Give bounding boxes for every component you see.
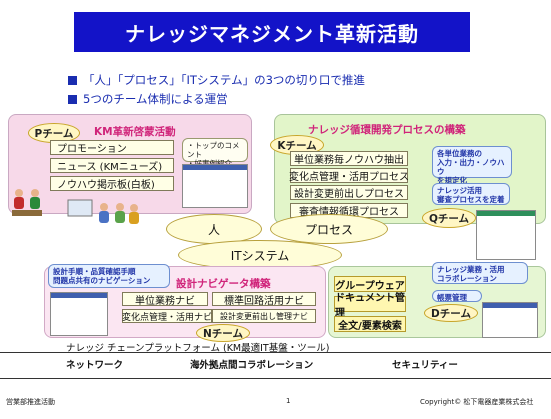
km-news-screenshot: [182, 164, 248, 208]
design-change-nav-item: 設計変更前出し管理ナビ: [212, 309, 316, 323]
knowhow-board-item: ノウハウ掲示板(白板): [50, 176, 174, 191]
unit-task-knowhow-item: 単位業務毎ノウハウ抽出: [290, 151, 408, 166]
bullet-2-text: 5つのチーム体制による運営: [83, 92, 228, 106]
p-team-oval: Pチーム: [28, 123, 80, 143]
k-group-title: ナレッジ循環開発プロセスの構築: [308, 124, 466, 136]
platform-divider: [0, 352, 551, 353]
overseas-collab-label: 海外拠点間コラボレーション: [190, 360, 314, 371]
news-item: ニュース (KMニューズ): [50, 158, 174, 173]
bullet-2: 5つのチーム体制による運営: [68, 91, 228, 107]
d-team-label: Dチーム: [431, 307, 471, 320]
person-oval: 人: [166, 214, 262, 244]
k-team-label: Kチーム: [277, 139, 317, 152]
q-team-oval: Qチーム: [422, 208, 476, 228]
d-team-screenshot: [482, 302, 538, 338]
n-team-oval: Nチーム: [196, 324, 250, 342]
bullet-1: 「人」「プロセス」「ITシステム」の3つの切り口で推進: [68, 72, 365, 88]
bottom-rule: [0, 378, 551, 392]
it-system-oval: ITシステム: [178, 240, 342, 270]
copyright: Copyright© 松下電器産業株式会社: [420, 398, 534, 406]
network-label: ネットワーク: [66, 360, 124, 371]
k-team-callout-1: 各単位業務の 入力・出力・ノウハウ を規定化: [432, 146, 512, 185]
n-team-label: Nチーム: [203, 327, 243, 340]
page-number: 1: [286, 397, 291, 405]
standard-circuit-nav-item: 標準回路活用ナビ: [212, 292, 316, 307]
unit-task-nav-item: 単位業務ナビ: [122, 292, 208, 307]
footer-left: 営業部推進活動: [6, 398, 55, 406]
person-label: 人: [207, 222, 220, 237]
d-team-callout-2: 帳票管理: [432, 290, 482, 302]
s-group-title: 設計ナビゲータ構築: [176, 278, 271, 290]
groupware-item: グループウェア: [334, 276, 406, 292]
km-group-title: KM革新啓蒙活動: [94, 126, 176, 138]
change-point-nav-item: 変化点管理・活用ナビ: [122, 309, 212, 323]
bullet-1-text: 「人」「プロセス」「ITシステム」の3つの切り口で推進: [83, 73, 365, 87]
page-title-text: ナレッジマネジメント革新活動: [125, 21, 419, 46]
security-label: セキュリティー: [392, 360, 458, 371]
bullet-square-icon: [68, 94, 77, 104]
q-team-label: Qチーム: [428, 212, 470, 225]
process-label: プロセス: [304, 222, 353, 237]
fulltext-search-item: 全文/要素検索: [334, 316, 406, 332]
d-team-callout-1: ナレッジ業務・活用 コラボレーション: [432, 262, 528, 284]
design-change-process-item: 設計変更前出しプロセス: [290, 185, 408, 200]
q-team-screenshot: [476, 210, 536, 260]
s-team-callout: 設計手順・品質確認手順 問題点共有のナビゲーション: [48, 264, 170, 288]
change-point-process-item: 変化点管理・活用プロセス: [289, 168, 409, 183]
people-meeting-illustration: [10, 186, 44, 220]
k-team-callout-2: ナレッジ活用 審査プロセスを定着: [432, 183, 510, 205]
k-team-oval: Kチーム: [270, 135, 324, 155]
bullet-square-icon: [68, 75, 77, 85]
p-team-callout: ・トップのコメント ・好事例紹介: [182, 138, 248, 168]
document-management-item: ドキュメント管理: [334, 293, 406, 319]
d-team-oval: Dチーム: [424, 304, 478, 322]
promotion-item: プロモーション: [50, 140, 174, 155]
process-oval: プロセス: [270, 214, 388, 244]
page-title: ナレッジマネジメント革新活動: [74, 12, 470, 52]
team-discussion-illustration: [62, 198, 142, 228]
it-system-label: ITシステム: [230, 248, 290, 263]
navigator-screenshot: [50, 292, 108, 336]
p-team-label: Pチーム: [34, 127, 74, 140]
knowledge-chain-platform: ナレッジ チェーンプラットフォーム (KM最適IT基盤・ツール): [66, 343, 330, 354]
